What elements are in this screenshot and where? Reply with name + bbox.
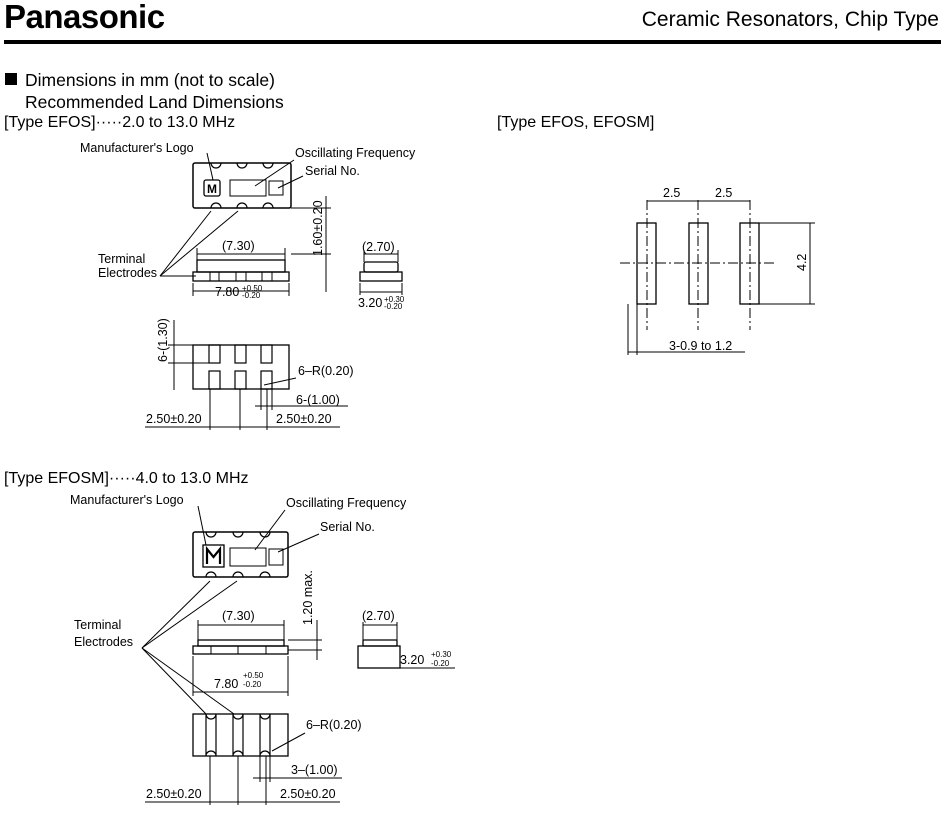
section-heading: Dimensions in mm (not to scale)	[25, 70, 275, 90]
efos-dim-length: 7.80	[215, 285, 239, 299]
efosm-label-serial: Serial No.	[320, 520, 375, 534]
efos-dim-side: (2.70)	[362, 240, 395, 254]
efos-dim-width: 3.20	[358, 296, 382, 310]
efosm-dim-width: 3.20	[400, 653, 424, 667]
efos-dim-pitch-right: 2.50±0.20	[276, 412, 332, 426]
page-title: Ceramic Resonators, Chip Type	[641, 8, 939, 31]
efosm-dim-pitch-right: 2.50±0.20	[280, 787, 336, 801]
land-dim-pad-width: 3-0.9 to 1.2	[669, 339, 732, 353]
efosm-dim-length-plus: +0.50	[243, 671, 264, 680]
efosm-freq-range: ·····4.0 to 13.0 MHz	[108, 470, 249, 487]
land-type-label: [Type EFOS, EFOSM]	[497, 114, 655, 131]
section-subheading: Recommended Land Dimensions	[25, 92, 284, 112]
efos-dim-width-minus: -0.20	[384, 302, 403, 311]
efos-side-view	[359, 261, 403, 282]
efos-dim-body-length: (7.30)	[222, 239, 255, 253]
efos-dim-width-plus: +0.30	[384, 295, 405, 304]
efosm-side-view	[357, 639, 401, 669]
efos-front-view	[192, 259, 290, 282]
efos-dim-electrode-width: 6-(1.00)	[296, 393, 340, 407]
land-dim-pitch-1: 2.5	[663, 186, 680, 200]
efos-dim-radius: 6–R(0.20)	[298, 364, 354, 378]
efos-type-heading: [Type EFOS]·····2.0 to 13.0 MHz	[4, 114, 235, 132]
efosm-dim-side: (2.70)	[362, 609, 395, 623]
efos-label-serial: Serial No.	[305, 164, 360, 178]
efos-dim-length-plus: +0.50	[242, 284, 263, 293]
efos-logo-mark: M	[207, 182, 217, 196]
efosm-label-electrodes: Electrodes	[74, 635, 133, 649]
efosm-dim-width-plus: +0.30	[431, 650, 452, 659]
efosm-dim-height: 1.20 max.	[301, 570, 315, 625]
efosm-dim-pitch-left: 2.50±0.20	[146, 787, 202, 801]
brand-logo: Panasonic	[4, 0, 165, 35]
efos-dim-length-minus: -0.20	[242, 291, 261, 300]
bullet-square-icon	[5, 73, 17, 85]
land-dim-height: 4.2	[795, 254, 809, 271]
efosm-type-label: [Type EFOSM]	[4, 470, 109, 487]
efos-bottom-view	[192, 344, 290, 390]
efosm-bottom-view	[192, 713, 289, 757]
efos-label-frequency: Oscillating Frequency	[295, 146, 416, 160]
efosm-dim-length-minus: -0.20	[243, 680, 262, 689]
efos-dim-height: 1.60±0.20	[311, 200, 325, 256]
efosm-label-frequency: Oscillating Frequency	[286, 496, 407, 510]
efosm-dim-radius: 6–R(0.20)	[306, 718, 362, 732]
efos-freq-range: ·····2.0 to 13.0 MHz	[95, 114, 236, 131]
efos-type-label: [Type EFOS]	[4, 114, 96, 131]
efosm-dim-electrode-width: 3–(1.00)	[291, 763, 338, 777]
efos-dim-pitch-left: 2.50±0.20	[146, 412, 202, 426]
header-rule	[4, 40, 941, 44]
efosm-dim-body-length: (7.30)	[222, 609, 255, 623]
efos-logo-box	[203, 179, 221, 197]
efosm-top-view	[192, 505, 320, 578]
land-dim-pitch-2: 2.5	[715, 186, 732, 200]
efosm-label-logo: Manufacturer's Logo	[70, 493, 184, 507]
efos-label-logo: Manufacturer's Logo	[80, 141, 194, 155]
efos-top-view	[192, 152, 304, 209]
efosm-dim-length: 7.80	[214, 677, 238, 691]
efosm-front-view	[192, 639, 289, 655]
efos-label-terminal: Terminal	[98, 252, 145, 266]
efos-label-electrodes: Electrodes	[98, 266, 157, 280]
efosm-dim-width-minus: -0.20	[431, 659, 450, 668]
efosm-label-terminal: Terminal	[74, 618, 121, 632]
efosm-type-heading: [Type EFOSM]·····4.0 to 13.0 MHz	[4, 470, 249, 488]
efos-dim-electrode-pitch: 6-(1.30)	[156, 318, 170, 362]
